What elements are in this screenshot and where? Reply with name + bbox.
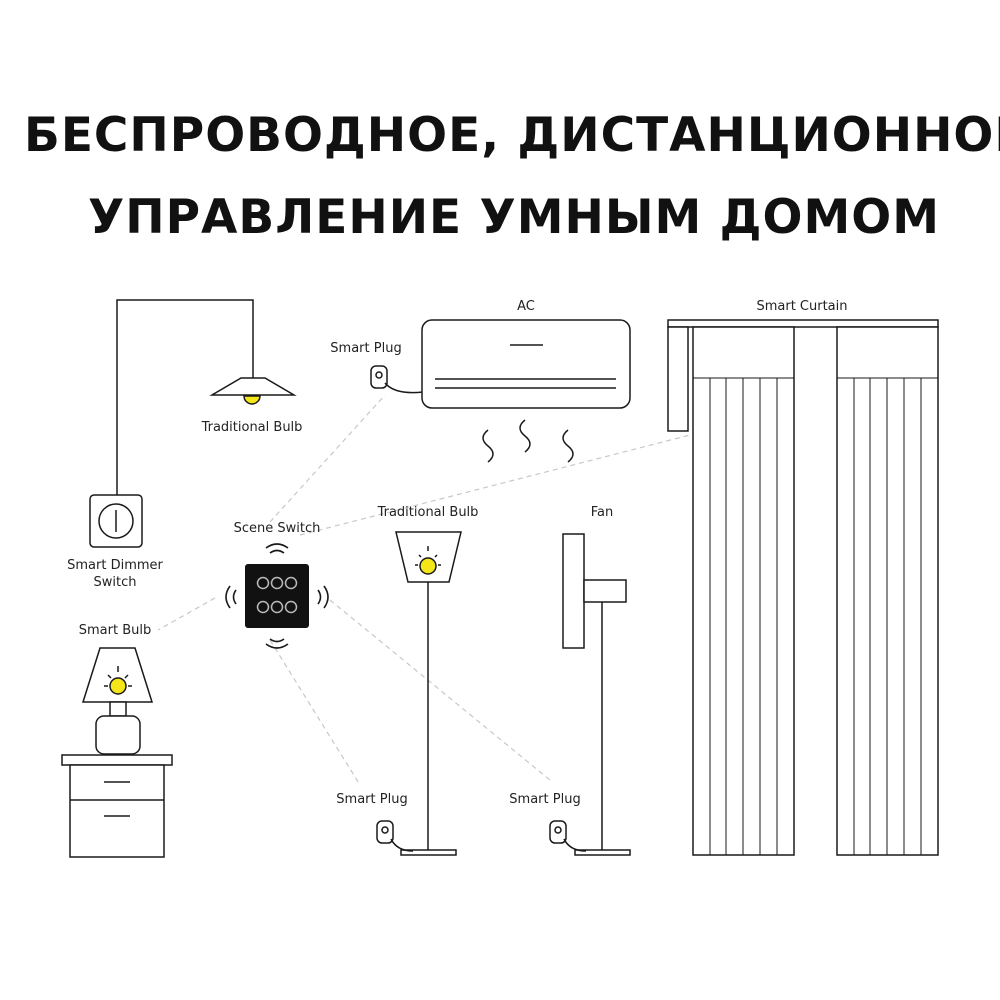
smart-dimmer-switch-label-line1: Smart Dimmer: [67, 558, 163, 573]
smart-curtain: [667, 319, 939, 856]
traditional-bulb-ceiling-label: Traditional Bulb: [201, 420, 303, 435]
headline-line-1: БЕСПРОВОДНОЕ, ДИСТАНЦИОННОЕ: [24, 108, 1000, 163]
scene-switch[interactable]: [225, 543, 329, 649]
ac-label: AC: [517, 299, 535, 314]
scene-switch-label: Scene Switch: [234, 521, 321, 536]
smart-plug-floor-lamp-label: Smart Plug: [336, 792, 407, 807]
smart-bulb-label: Smart Bulb: [79, 623, 151, 638]
smart-plug-fan: [549, 820, 587, 852]
ceiling-lamp: [116, 299, 297, 495]
floor-lamp: [395, 531, 462, 856]
smart-curtain-label: Smart Curtain: [756, 299, 847, 314]
fan: [562, 533, 631, 856]
traditional-bulb-floor-label: Traditional Bulb: [377, 505, 479, 520]
nightstand: [61, 754, 173, 858]
smart-dimmer-switch: [89, 494, 143, 548]
headline-line-2: УПРАВЛЕНИЕ УМНЫМ ДОМОМ: [88, 190, 940, 245]
smart-plug-ac-label: Smart Plug: [330, 341, 401, 356]
smart-dimmer-switch-label-line2: Switch: [94, 575, 137, 590]
smart-plug-fan-label: Smart Plug: [509, 792, 580, 807]
wireless-signal-icon: [225, 543, 329, 649]
smart-plug-floor-lamp: [376, 820, 414, 852]
smart-plug-ac: [370, 365, 424, 394]
table-lamp: [81, 647, 154, 755]
fan-label: Fan: [591, 505, 614, 520]
wireless-links: [157, 394, 691, 786]
air-conditioner: [421, 319, 631, 463]
